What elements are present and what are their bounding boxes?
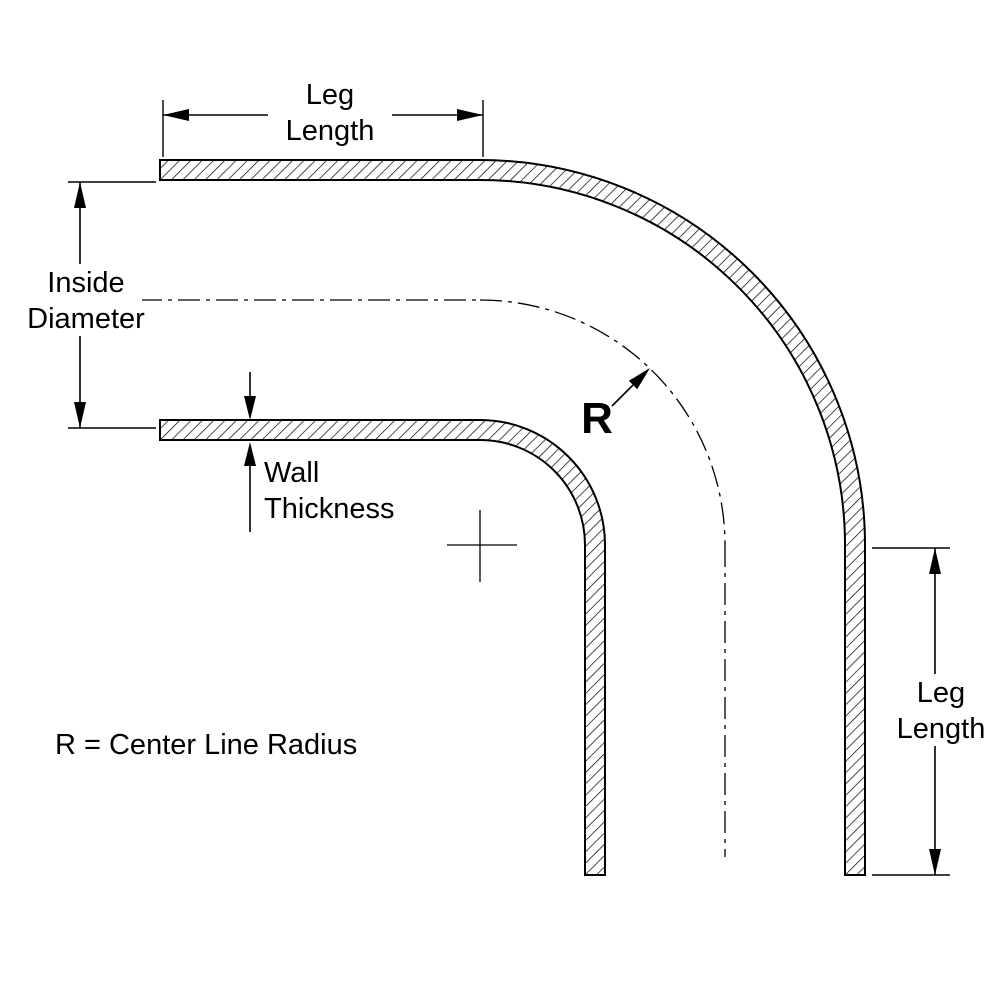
wall-thickness-label-line1: Wall (264, 457, 319, 489)
inside-diameter-label-line2: Diameter (27, 303, 145, 335)
dim-right-leg-length: Leg Length (872, 547, 988, 876)
label-mask (888, 674, 988, 746)
dim-wall-thickness: Wall Thickness (244, 372, 395, 532)
bend-center-cross (447, 510, 517, 582)
arrowhead-top (74, 182, 86, 208)
top-leg-length-label-line2: Length (286, 115, 375, 147)
elbow-tube (159, 159, 866, 876)
arrowhead-top (929, 548, 941, 574)
inside-diameter-label-line1: Inside (47, 267, 124, 299)
arrowhead-bottom (929, 849, 941, 875)
label-mask (268, 78, 392, 148)
arrowhead-left (163, 109, 189, 121)
dim-inside-diameter: Inside Diameter (27, 181, 156, 429)
radius-arrowhead (628, 368, 650, 390)
elbow-outer-wall (159, 159, 866, 876)
centerlines (140, 299, 726, 857)
radius-callout: R (581, 368, 650, 443)
wall-thickness-label-line2: Thickness (264, 493, 395, 525)
arrowhead-up (244, 442, 256, 466)
top-leg-length-label-line1: Leg (306, 79, 354, 111)
elbow-inner-wall (159, 419, 606, 876)
label-mask (30, 264, 142, 336)
arrowhead-bottom (74, 402, 86, 428)
right-leg-length-label-line1: Leg (917, 677, 965, 709)
radius-arrow-stem (611, 382, 636, 407)
arrowhead-right (457, 109, 483, 121)
radius-legend-text: R = Center Line Radius (55, 729, 357, 761)
right-leg-length-label-line2: Length (897, 713, 986, 745)
arrowhead-down (244, 396, 256, 420)
bend-centerline-arc (479, 299, 726, 546)
dim-top-leg-length: Leg Length (162, 78, 484, 157)
radius-label: R (581, 394, 613, 443)
